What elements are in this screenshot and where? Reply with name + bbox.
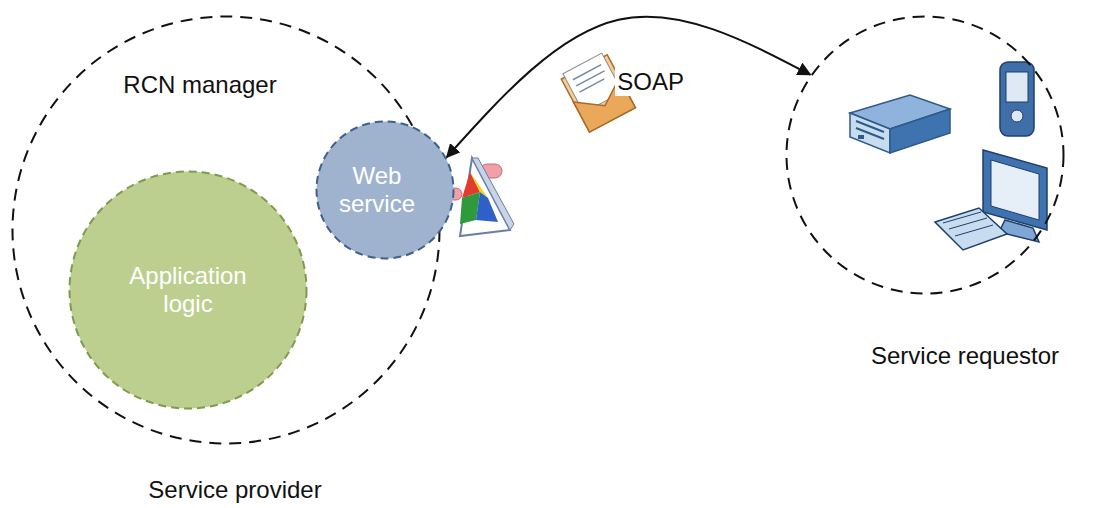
circle-shape (70, 172, 307, 409)
curved-connector (447, 17, 811, 158)
pda-icon (1000, 62, 1034, 136)
circle-shape (787, 17, 1064, 294)
region-title: RCN manager (123, 71, 276, 99)
provider-region: Application logicWeb serviceRCN managerS… (11, 15, 441, 445)
circle-outline (785, 15, 1065, 295)
circle-shape (317, 122, 454, 259)
service-circle: Web service (315, 120, 455, 260)
circle-label: Application logic (108, 262, 268, 317)
web-service-icon (448, 158, 514, 236)
circle-label: Web service (321, 162, 433, 217)
protocol-label: SOAP (615, 68, 686, 96)
region-caption: Service requestor (871, 342, 1059, 370)
region-caption: Service provider (148, 476, 321, 504)
server-icon (850, 95, 950, 153)
logic-circle: Application logic (68, 170, 308, 410)
desktop-icon (935, 150, 1047, 250)
requestor-region: Service requestor (785, 15, 1065, 295)
